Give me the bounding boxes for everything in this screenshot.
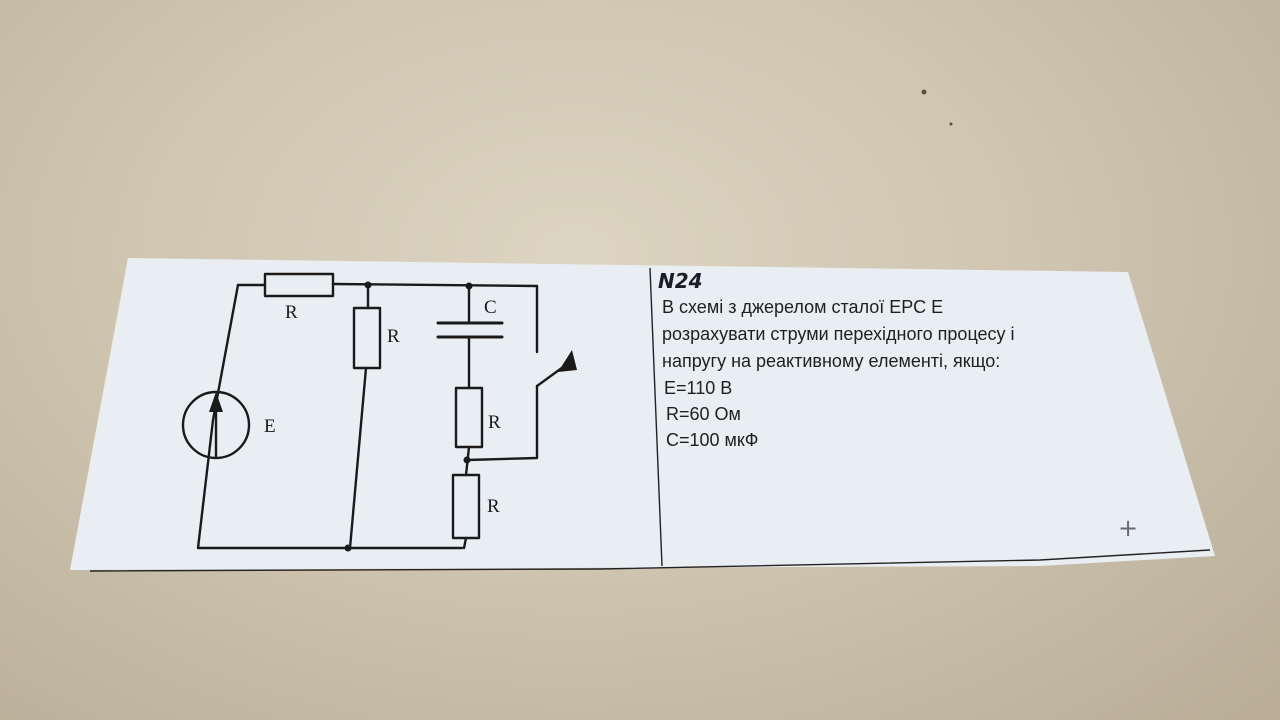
label-capacitor: C xyxy=(484,297,497,318)
value-c: C=100 мкФ xyxy=(666,430,758,450)
paper-bottom-line xyxy=(89,549,1211,572)
label-r-bottom: R xyxy=(487,496,500,517)
paper-slip xyxy=(70,258,1215,570)
wire-mid-branch xyxy=(348,283,370,550)
label-r-top: R xyxy=(285,302,298,323)
desk-speck xyxy=(949,122,953,126)
value-r: R=60 Ом xyxy=(666,404,741,424)
value-e: E=110 В xyxy=(664,378,732,398)
node-top-mid xyxy=(364,281,372,289)
circuit-diagram: R E R C R R xyxy=(181,272,577,552)
problem-line-1: В схемі з джерелом сталої ЕРС Е xyxy=(662,297,943,317)
resistor-top xyxy=(263,272,335,298)
label-r-cap: R xyxy=(488,412,501,433)
node-top-cap xyxy=(465,282,473,290)
problem-number: N24 xyxy=(658,269,703,293)
wire-bottom-right xyxy=(462,536,468,550)
label-r-mid: R xyxy=(387,326,400,347)
divider-line xyxy=(649,267,663,567)
problem-line-3: напругу на реактивному елементі, якщо: xyxy=(662,351,1000,371)
desk-speck xyxy=(921,89,927,95)
label-source: E xyxy=(264,416,276,437)
plus-mark: + xyxy=(1118,514,1138,542)
wire-right-branch xyxy=(465,284,539,462)
resistor-mid xyxy=(352,306,382,370)
source-arrow-head xyxy=(209,392,223,412)
problem-text: N24 В схемі з джерелом сталої ЕРС Е розр… xyxy=(658,269,1138,542)
switch-icon xyxy=(558,350,577,372)
problem-line-2: розрахувати струми перехідного процесу і xyxy=(662,324,1015,344)
resistor-cap xyxy=(454,386,484,449)
node-bottom-mid xyxy=(344,544,352,552)
